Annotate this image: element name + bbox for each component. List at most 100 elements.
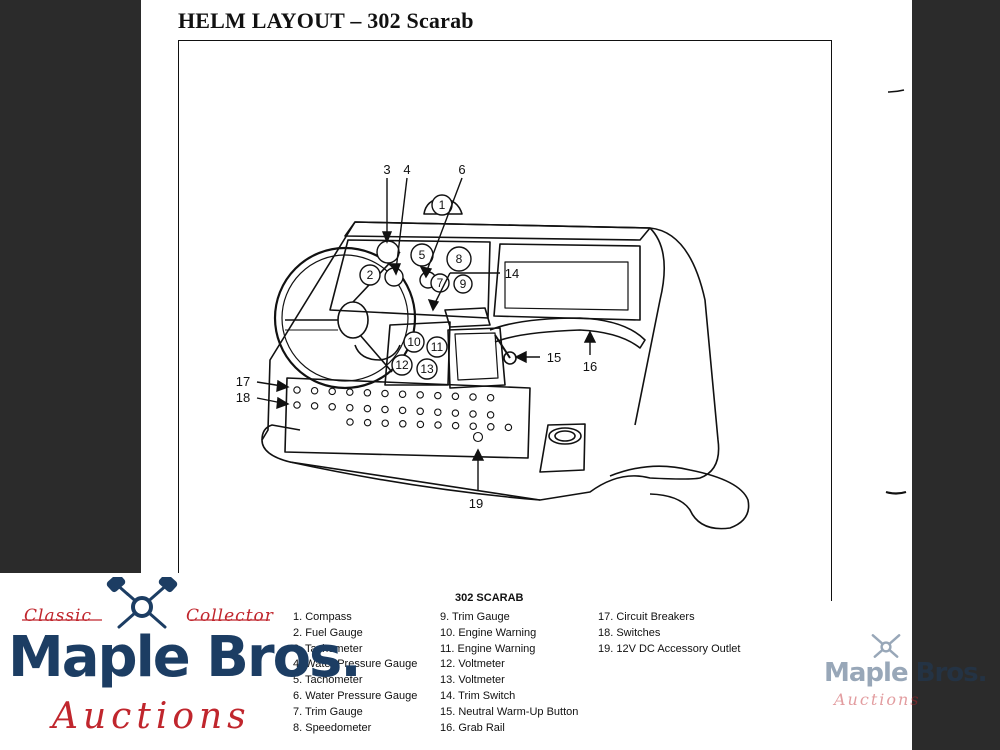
right-dark-margin [912,0,1000,750]
switch [346,418,354,426]
switch [416,420,425,429]
legend-item: 9. Trim Gauge [440,611,510,623]
crossed-pistons-icon [106,577,178,629]
legend-item: 8. Speedometer [293,721,372,734]
circuit-breaker [363,389,372,397]
screen-panel [493,243,641,321]
switch [381,419,389,427]
watermark-pistons-icon [871,634,901,658]
switch [486,411,495,419]
logo-auctions-text: Auctions [52,696,251,737]
callout-label: 15 [547,350,561,365]
legend-item: 6. Water Pressure Gauge [293,689,418,702]
legend-item: 3. Tachometer [293,642,363,655]
gauge-number: 2 [367,268,374,282]
legend-title: 302 SCARAB [455,592,524,604]
steering-hub [337,301,369,339]
throttle-inner [454,332,499,381]
throttle-lever [494,334,511,359]
legend-item: 1. Compass [293,611,352,623]
callout-label: 6 [458,162,465,177]
switch [293,401,301,409]
switch-panel [284,377,531,459]
leader-line-6 [425,177,463,274]
page-title: HELM LAYOUT – 302 Scarab [178,8,474,33]
console-lip [261,424,301,441]
switch [504,423,513,432]
switch [381,405,389,414]
circuit-breaker [346,388,354,396]
switch [434,421,442,429]
gauge-number: 1 [439,198,446,212]
legend-item: 19. 12V DC Accessory Outlet [598,642,741,655]
switch [451,409,460,417]
gauge-number: 7 [437,276,444,290]
gauge-number: 8 [456,252,463,266]
arrow-head [389,263,402,276]
circuit-breaker [416,391,424,399]
switch [434,408,442,416]
circuit-breaker [381,389,389,398]
accessory-outlet [472,431,484,443]
console-seam [289,461,541,501]
legend-item: 11. Engine Warning [440,642,536,655]
callout-label: 17 [236,374,250,389]
wheel-mount [354,344,401,361]
switch [451,421,460,430]
legend-item: 17. Circuit Breakers [598,611,695,623]
switch [469,422,477,430]
legend-item: 4. Water Pressure Gauge [293,658,418,671]
legend-item: 16. Grab Rail [440,721,505,734]
legend-item: 10. Engine Warning [440,626,537,639]
legend-item: 15. Neutral Warm-Up Button [440,705,579,718]
gauge-9 [453,274,473,294]
arrow-head [276,379,290,393]
cup-holder [539,423,586,473]
switch [487,423,495,431]
leader-line-4 [395,177,408,271]
grab-rail [489,317,646,349]
switch [398,406,407,415]
switch [310,402,319,410]
screen-inner [504,261,629,311]
hull-curve [609,465,750,530]
gauge-number: 13 [420,362,434,376]
legend-column: 1. Compass 2. Fuel Gauge 3. Tachometer 4… [293,610,417,736]
callout-label: 16 [583,359,597,374]
gauge-2 [359,264,381,286]
logo-collector-text: Collector [186,606,274,626]
legend-item: 14. Trim Switch [440,689,516,702]
steering-spoke [359,334,393,373]
legend-column: 9. Trim Gauge 10. Engine Warning 11. Eng… [440,610,578,736]
scan-mark [885,490,907,495]
diagram-frame [178,40,832,601]
callout-label: 19 [469,496,483,511]
dash-top [344,221,651,241]
watermark-logo: Maple Bros. Auctions [820,630,987,715]
gauge-12 [391,354,413,376]
gauge-3 [376,240,400,264]
switch [328,403,336,411]
circuit-breaker [434,391,442,400]
switch [363,404,372,413]
logo-underline [22,619,270,621]
gauge-13 [416,358,438,380]
logo-classic-text: Classic [24,606,92,626]
callout-label: 18 [236,390,250,405]
legend-column: 17. Circuit Breakers 18. Switches 19. 12… [598,610,740,657]
gauge-number: 10 [407,335,421,349]
scan-mark [887,89,905,93]
legend-item: 5. Tachometer [293,674,363,687]
switch [363,418,372,427]
watermark-auctions-text: Auctions [834,690,921,709]
trim-switch-housing [444,307,491,328]
logo-brand-text: Maple Bros. [8,625,362,690]
legend-item: 13. Voltmeter [440,674,505,687]
arrow-head [514,350,527,364]
cup-holder-ring [548,427,582,445]
switch [346,403,354,412]
arrow-head [427,299,440,312]
circuit-breaker [310,386,319,395]
switch [416,407,424,416]
gauge-8 [446,246,472,272]
